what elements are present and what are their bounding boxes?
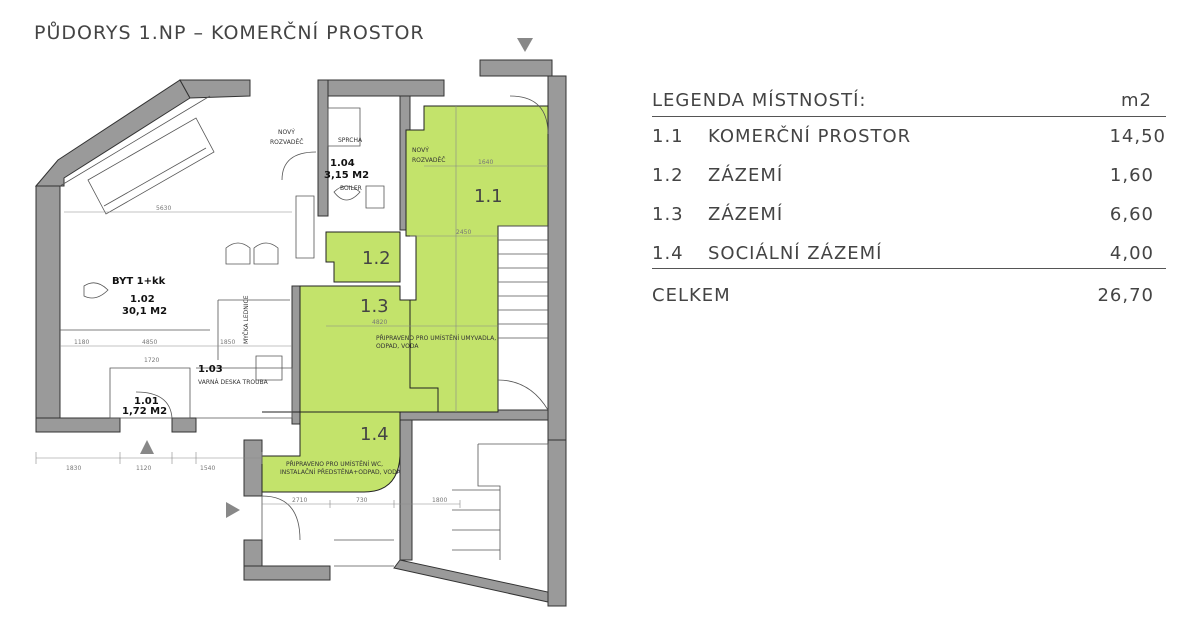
dishwasher-fridge-label: MYČKA LEDNICE — [243, 295, 250, 344]
dim-2450: 2450 — [456, 229, 471, 236]
dim-1830: 1830 — [66, 465, 81, 472]
dim-730: 730 — [356, 497, 368, 504]
room-fills — [261, 105, 549, 493]
dim-4850: 4850 — [142, 339, 157, 346]
dim-4820: 4820 — [372, 319, 387, 326]
legend-row-area: 6,60 — [1109, 204, 1154, 225]
legend-header: LEGENDA MÍSTNOSTÍ: m2 — [652, 86, 1166, 117]
switchboard-label-b2: ROZVADĚČ — [412, 156, 445, 164]
legend-row-area: 14,50 — [1109, 126, 1166, 147]
legend-row-number: 1.2 — [652, 165, 684, 186]
apartment-labels: BYT 1+kk 1.02 30,1 M2 1.03 1.01 1,72 M2 … — [112, 158, 369, 417]
room-label-1-2: 1.2 — [362, 248, 391, 269]
hob-oven-label: VARNÁ DESKA TROUBA — [198, 379, 269, 386]
dim-1120: 1120 — [136, 465, 151, 472]
note-wc-1: PŘIPRAVENO PRO UMÍSTĚNÍ WC, — [286, 460, 383, 468]
room-1-4 — [261, 411, 401, 493]
legend-row-area: 1,60 — [1109, 165, 1154, 186]
room-1-01-code: 1.01 — [134, 396, 159, 407]
room-1-02-area: 30,1 M2 — [122, 306, 167, 317]
floor-plan: 1830 1120 1540 2710 730 1800 4850 1180 1… — [34, 38, 567, 607]
legend-total-value: 26,70 — [1097, 285, 1154, 306]
legend-row-number: 1.3 — [652, 204, 684, 225]
dimension-lines — [35, 106, 548, 508]
room-1-2 — [325, 231, 401, 283]
switchboard-label-a1: NOVÝ — [278, 129, 295, 136]
room-label-1-3: 1.3 — [360, 296, 389, 317]
legend-row-number: 1.4 — [652, 243, 684, 264]
dim-2710: 2710 — [292, 497, 307, 504]
legend-row-area: 4,00 — [1109, 243, 1154, 264]
room-1-02-code: 1.02 — [130, 294, 155, 305]
arrow-right-icon — [226, 502, 240, 518]
legend-title: LEGENDA MÍSTNOSTÍ: — [652, 90, 867, 111]
legend-row: 1.2 ZÁZEMÍ 1,60 — [652, 156, 1166, 195]
note-washbasin-2: ODPAD, VODA — [376, 343, 419, 350]
dim-1850: 1850 — [220, 339, 235, 346]
room-labels: 1.1 1.2 1.3 1.4 — [360, 186, 503, 445]
entrance-arrows — [140, 38, 533, 518]
legend-row-name: KOMERČNÍ PROSTOR — [708, 126, 912, 147]
legend-total: CELKEM 26,70 — [652, 269, 1166, 308]
dim-1540: 1540 — [200, 465, 215, 472]
arrow-down-icon — [517, 38, 533, 52]
room-1-04-area: 3,15 M2 — [324, 170, 369, 181]
room-label-1-4: 1.4 — [360, 424, 389, 445]
building-walls — [34, 59, 567, 607]
dim-1800: 1800 — [432, 497, 447, 504]
legend-row-number: 1.1 — [652, 126, 684, 147]
legend-unit: m2 — [1121, 90, 1152, 111]
dim-1180: 1180 — [74, 339, 89, 346]
legend-row: 1.4 SOCIÁLNÍ ZÁZEMÍ 4,00 — [652, 234, 1166, 269]
flat-label: BYT 1+kk — [112, 276, 166, 287]
switchboard-label-b1: NOVÝ — [412, 147, 429, 154]
legend-row: 1.1 KOMERČNÍ PROSTOR 14,50 — [652, 117, 1166, 156]
legend-row-name: ZÁZEMÍ — [708, 165, 784, 186]
legend-row-name: ZÁZEMÍ — [708, 204, 784, 225]
room-1-04-code: 1.04 — [330, 158, 355, 169]
note-washbasin-1: PŘIPRAVENO PRO UMÍSTĚNÍ UMYVADLA, — [376, 334, 496, 342]
room-legend: LEGENDA MÍSTNOSTÍ: m2 1.1 KOMERČNÍ PROST… — [652, 86, 1166, 308]
shower-label: SPRCHA — [338, 137, 363, 144]
plan-details — [59, 95, 549, 567]
legend-total-label: CELKEM — [652, 285, 731, 306]
dim-1640: 1640 — [478, 159, 493, 166]
note-wc-2: INSTALAČNÍ PŘEDSTĚNA+ODPAD, VODA — [280, 468, 402, 476]
room-1-03-code: 1.03 — [198, 364, 223, 375]
legend-row: 1.3 ZÁZEMÍ 6,60 — [652, 195, 1166, 234]
legend-row-name: SOCIÁLNÍ ZÁZEMÍ — [708, 243, 883, 264]
boiler-label: BOILER — [340, 185, 362, 192]
switchboard-label-a2: ROZVADĚČ — [270, 138, 303, 146]
arrow-up-icon — [140, 440, 154, 454]
room-label-1-1: 1.1 — [474, 186, 503, 207]
dimension-texts: 1830 1120 1540 2710 730 1800 4850 1180 1… — [66, 159, 493, 504]
plan-title: PŮDORYS 1.NP – KOMERČNÍ PROSTOR — [34, 22, 425, 44]
dim-1720: 1720 — [144, 357, 159, 364]
dim-5630: 5630 — [156, 205, 171, 212]
annotations: NOVÝ ROZVADĚČ NOVÝ ROZVADĚČ SPRCHA BOILE… — [198, 129, 496, 476]
room-1-01-area: 1,72 M2 — [122, 406, 167, 417]
